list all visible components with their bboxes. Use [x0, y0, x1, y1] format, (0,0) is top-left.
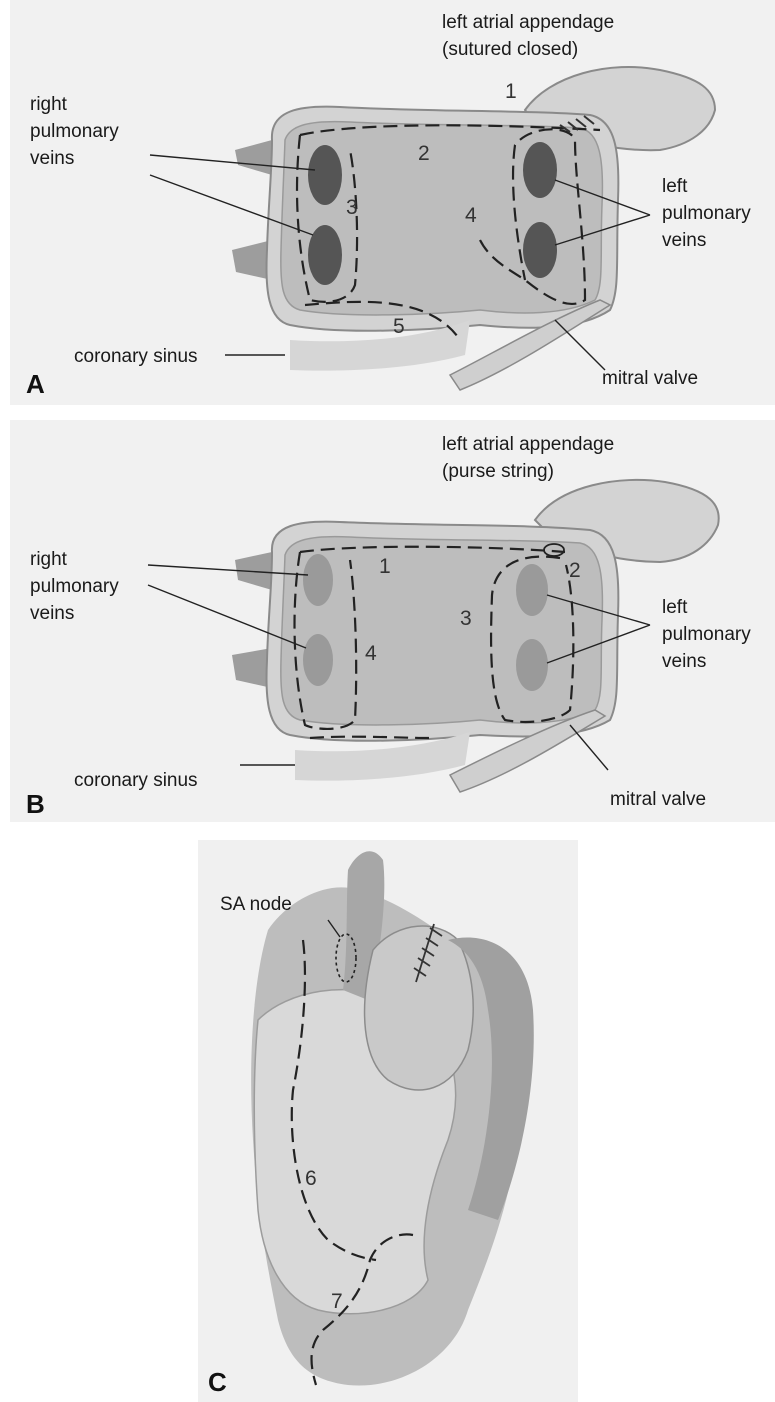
- label-lpv-b-3: veins: [662, 651, 706, 672]
- lesion-number-c-7: 7: [331, 1290, 343, 1313]
- leader-mitral-valve-a: [555, 320, 605, 370]
- left-upper-vein-b: [516, 564, 548, 616]
- panel-c: SA node 6 7 C: [198, 840, 578, 1402]
- panel-letter-c: C: [208, 1367, 227, 1397]
- panel-a: left atrial appendage (sutured closed) r…: [10, 0, 775, 405]
- panel-b-illustration: left atrial appendage (purse string) rig…: [10, 420, 775, 822]
- label-rpv-b-1: right: [30, 549, 68, 570]
- label-rpv-a-2: pulmonary: [30, 121, 119, 142]
- label-lpv-a-2: pulmonary: [662, 203, 751, 224]
- lesion-number-b-1: 1: [379, 555, 391, 578]
- right-lower-vein: [308, 225, 342, 285]
- label-mitral-valve-a: mitral valve: [602, 368, 698, 389]
- panel-letter-b: B: [26, 789, 45, 819]
- label-coronary-sinus-b: coronary sinus: [74, 770, 198, 791]
- panel-letter-a: A: [26, 369, 45, 399]
- label-rpv-b-3: veins: [30, 603, 74, 624]
- label-appendage-a-1: left atrial appendage: [442, 12, 614, 33]
- right-upper-vein: [308, 145, 342, 205]
- right-lower-vein-b: [303, 634, 333, 686]
- label-appendage-b-1: left atrial appendage: [442, 434, 614, 455]
- label-lpv-b-2: pulmonary: [662, 624, 751, 645]
- leader-mitral-valve-b: [570, 725, 608, 770]
- label-coronary-sinus-a: coronary sinus: [74, 346, 198, 367]
- left-upper-vein: [523, 142, 557, 198]
- appendage-c: [365, 926, 474, 1090]
- panel-a-illustration: left atrial appendage (sutured closed) r…: [10, 0, 775, 405]
- left-lower-vein: [523, 222, 557, 278]
- lesion-number-b-2: 2: [569, 559, 581, 582]
- lesion-number-a-3: 3: [346, 196, 358, 219]
- right-upper-vein-b: [303, 554, 333, 606]
- panel-c-illustration: SA node 6 7 C: [198, 840, 578, 1402]
- lesion-number-a-4: 4: [465, 204, 477, 227]
- panel-b: left atrial appendage (purse string) rig…: [10, 420, 775, 822]
- label-lpv-b-1: left: [662, 597, 688, 618]
- label-rpv-b-2: pulmonary: [30, 576, 119, 597]
- label-rpv-a-3: veins: [30, 148, 74, 169]
- right-vein-stub-upper: [235, 140, 272, 175]
- lesion-number-b-4: 4: [365, 642, 377, 665]
- label-lpv-a-3: veins: [662, 230, 706, 251]
- label-sa-node-c: SA node: [220, 894, 292, 915]
- lesion-number-a-2: 2: [418, 142, 430, 165]
- lesion-number-a-1: 1: [505, 80, 517, 103]
- label-lpv-a-1: left: [662, 176, 688, 197]
- label-rpv-a-1: right: [30, 94, 68, 115]
- left-lower-vein-b: [516, 639, 548, 691]
- lesion-number-a-5: 5: [393, 315, 405, 338]
- label-appendage-b-2: (purse string): [442, 461, 554, 482]
- label-appendage-a-2: (sutured closed): [442, 39, 578, 60]
- lesion-number-c-6: 6: [305, 1167, 317, 1190]
- label-mitral-valve-b: mitral valve: [610, 789, 706, 810]
- lesion-number-b-3: 3: [460, 607, 472, 630]
